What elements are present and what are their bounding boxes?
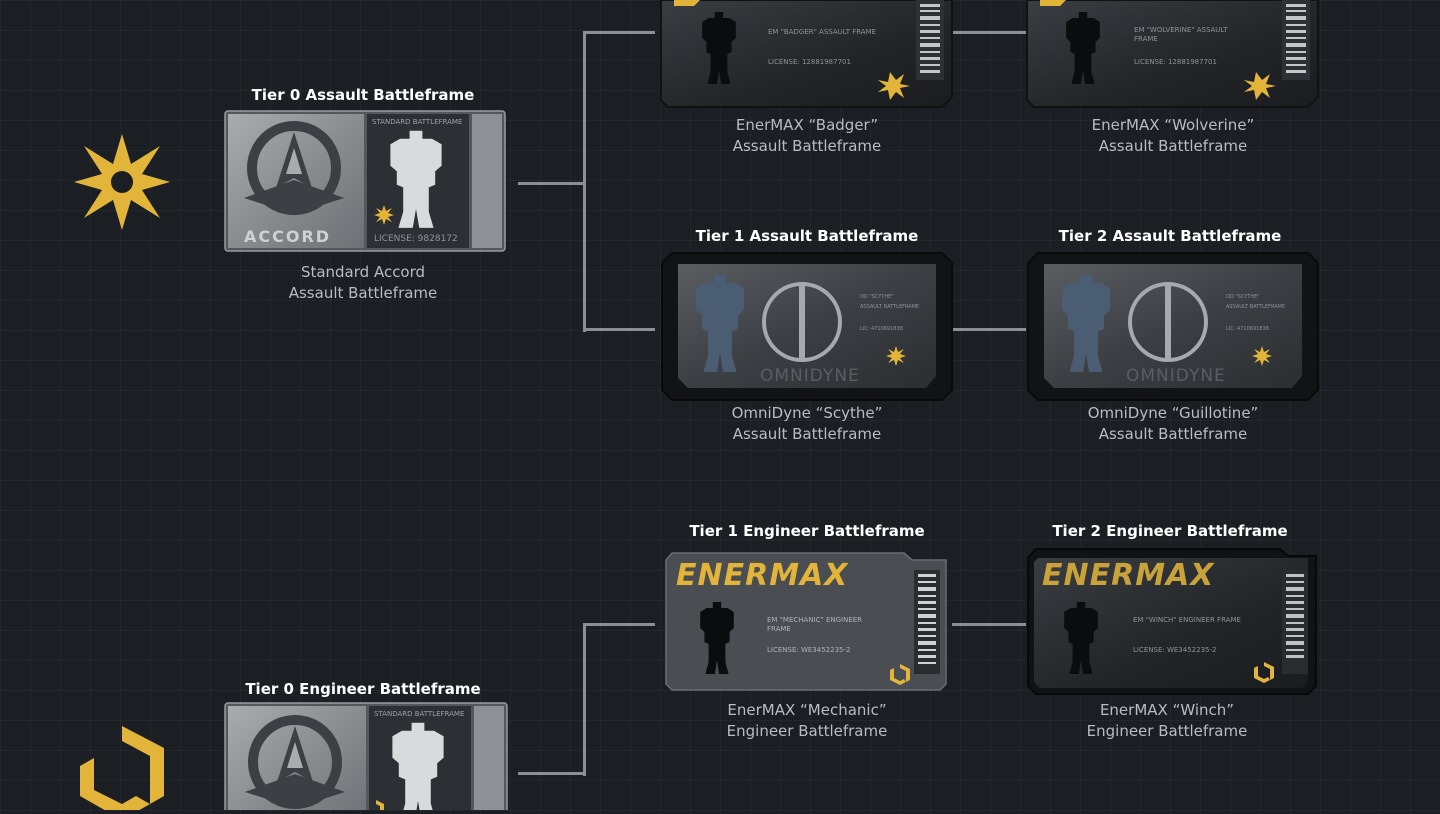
- card-license: LICENSE: 12881987701: [1134, 58, 1217, 66]
- assault-star-icon: [72, 132, 172, 236]
- card-license: LICENSE: WE3452235-2: [1133, 646, 1217, 654]
- battleframe-card-accord-assault[interactable]: ACCORD STANDARD BATTLEFRAME LICENSE: 982…: [224, 110, 506, 252]
- card-brand: OMNIDYNE: [760, 366, 860, 386]
- tier-label: Tier 1 Engineer Battleframe: [689, 522, 925, 540]
- card-license: LICENSE: 9828172: [374, 234, 458, 244]
- card-license: LICENSE: WE3452235-2: [767, 646, 851, 654]
- connector-line: [952, 31, 1026, 34]
- engineer-hex-icon: [78, 726, 166, 814]
- battleframe-name: EnerMAX “Wolverine” Assault Battleframe: [1091, 116, 1255, 155]
- tier-label: Tier 0 Assault Battleframe: [251, 86, 475, 104]
- tier-label: Tier 2 Engineer Battleframe: [1052, 522, 1288, 540]
- battleframe-name: EnerMAX “Mechanic” Engineer Battleframe: [726, 701, 888, 740]
- card-brand: ENERMAX: [1042, 558, 1215, 593]
- card-brand: ENERMAX: [676, 558, 849, 593]
- card-license: LICENSE: 12881987701: [768, 58, 851, 66]
- card-type: STANDARD BATTLEFRAME: [372, 118, 463, 126]
- connector-line: [583, 328, 655, 331]
- card-line: EM "WOLVERINE" ASSAULT FRAME: [1134, 26, 1228, 43]
- card-license: LIC: 4710691838: [860, 326, 903, 332]
- connector-line: [518, 182, 584, 185]
- connector-line: [518, 772, 584, 775]
- battleframe-name: EnerMAX “Badger” Assault Battleframe: [732, 116, 882, 155]
- card-line: OD "SCYTHE" ASSAULT BATTLEFRAME: [860, 294, 920, 310]
- tier-label: Tier 2 Assault Battleframe: [1058, 227, 1282, 245]
- tier-label: Tier 1 Assault Battleframe: [695, 227, 919, 245]
- battleframe-card-winch[interactable]: ENERMAX EM "WINCH" ENGINEER FRAME LICENS…: [1026, 548, 1320, 696]
- card-type: STANDARD BATTLEFRAME: [374, 710, 465, 718]
- connector-line: [952, 328, 1026, 331]
- battleframe-card-wolverine[interactable]: EM "WOLVERINE" ASSAULT FRAME LICENSE: 12…: [1026, 0, 1320, 108]
- battleframe-card-scythe[interactable]: OMNIDYNE OD "SCYTHE" ASSAULT BATTLEFRAME…: [660, 252, 954, 402]
- battleframe-card-guillotine[interactable]: OMNIDYNE OD "SCYTHE" ASSAULT BATTLEFRAME…: [1026, 252, 1320, 402]
- card-line: OD "SCYTHE" ASSAULT BATTLEFRAME: [1226, 294, 1286, 310]
- card-license: LIC: 4710691838: [1226, 326, 1269, 332]
- battleframe-name: EnerMAX “Winch” Engineer Battleframe: [1086, 701, 1248, 740]
- card-line: EM "WINCH" ENGINEER FRAME: [1133, 616, 1241, 624]
- battleframe-card-badger[interactable]: EM "BADGER" ASSAULT FRAME LICENSE: 12881…: [660, 0, 954, 108]
- battleframe-name: OmniDyne “Guillotine” Assault Battlefram…: [1087, 404, 1259, 443]
- tier-label: Tier 0 Engineer Battleframe: [245, 680, 481, 698]
- battleframe-card-accord-engineer[interactable]: STANDARD BATTLEFRAME: [224, 702, 508, 810]
- card-line: EM "BADGER" ASSAULT FRAME: [768, 28, 877, 36]
- card-brand: OMNIDYNE: [1126, 366, 1226, 386]
- connector-line: [952, 623, 1026, 626]
- connector-line: [583, 623, 655, 626]
- connector-line: [583, 624, 586, 776]
- card-line: EM "MECHANIC" ENGINEER FRAME: [767, 616, 863, 633]
- battleframe-name: OmniDyne “Scythe” Assault Battleframe: [731, 404, 883, 443]
- card-brand: ACCORD: [244, 227, 332, 246]
- connector-line: [583, 31, 655, 34]
- battleframe-name: Standard Accord Assault Battleframe: [288, 263, 438, 302]
- battleframe-card-mechanic[interactable]: ENERMAX EM "MECHANIC" ENGINEER FRAME LIC…: [664, 552, 950, 692]
- connector-line: [583, 32, 586, 332]
